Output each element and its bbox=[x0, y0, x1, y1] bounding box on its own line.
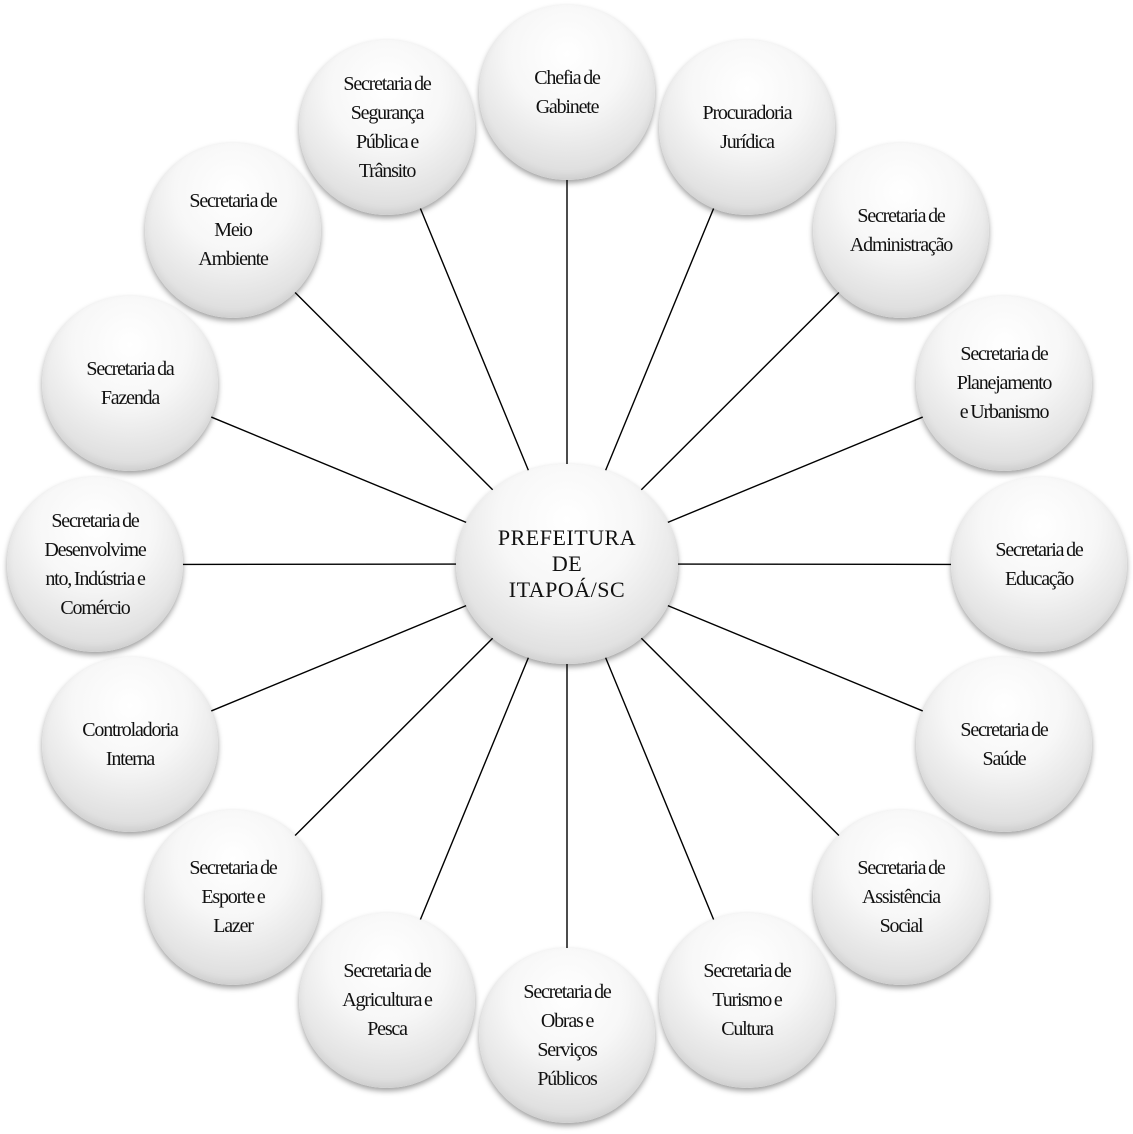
dept-label: Procuradoria Jurídica bbox=[702, 101, 793, 153]
dept-label: Secretaria de Saúde bbox=[960, 718, 1048, 770]
dept-node-obras-servicos: Secretaria de Obras e Serviços Públicos bbox=[479, 948, 655, 1123]
dept-node-planejamento-urbanismo: Secretaria de Planejamento e Urbanismo bbox=[916, 296, 1092, 471]
dept-node-saude: Secretaria de Saúde bbox=[916, 657, 1092, 832]
dept-node-meio-ambiente: Secretaria de Meio Ambiente bbox=[145, 143, 321, 318]
connector-line bbox=[209, 415, 477, 528]
connector-line bbox=[419, 206, 531, 474]
dept-label: Secretaria de Educação bbox=[995, 538, 1083, 590]
connector-line bbox=[419, 654, 531, 922]
dept-node-educacao: Secretaria de Educação bbox=[951, 477, 1127, 652]
dept-node-desenvolvimento: Secretaria de Desenvolvime nto, Indústri… bbox=[7, 477, 183, 652]
dept-label: Secretaria de Planejamento e Urbanismo bbox=[956, 343, 1053, 423]
dept-label: Secretaria da Fazenda bbox=[86, 357, 174, 409]
dept-node-controladoria-interna: Controladoria Interna bbox=[42, 657, 218, 832]
dept-node-administracao: Secretaria de Administração bbox=[813, 143, 989, 318]
dept-node-seguranca-transito: Secretaria de Segurança Pública e Trânsi… bbox=[299, 40, 475, 215]
dept-label: Secretaria de Assistência Social bbox=[857, 857, 945, 937]
connector-line bbox=[635, 290, 841, 496]
dept-node-assistencia-social: Secretaria de Assistência Social bbox=[813, 810, 989, 985]
dept-label: Controladoria Interna bbox=[82, 718, 179, 770]
dept-label: Secretaria de Segurança Pública e Trânsi… bbox=[343, 72, 431, 182]
connector-line bbox=[293, 632, 499, 838]
connector-line bbox=[293, 290, 499, 496]
dept-label: Secretaria de Agricultura e Pesca bbox=[342, 960, 433, 1040]
connector-line bbox=[657, 415, 925, 528]
dept-node-turismo-cultura: Secretaria de Turismo e Cultura bbox=[659, 913, 835, 1088]
dept-label: Chefia de Gabinete bbox=[534, 66, 601, 118]
connector-line bbox=[603, 654, 715, 922]
dept-label: Secretaria de Desenvolvime nto, Indústri… bbox=[44, 509, 146, 619]
dept-node-agricultura-pesca: Secretaria de Agricultura e Pesca bbox=[299, 913, 475, 1088]
dept-label: Secretaria de Turismo e Cultura bbox=[703, 960, 791, 1040]
center-node: PREFEITURA DE ITAPOÁ/SC bbox=[456, 464, 678, 664]
dept-label: Secretaria de Obras e Serviços Públicos bbox=[523, 980, 611, 1090]
dept-label: Secretaria de Esporte e Lazer bbox=[189, 857, 277, 937]
dept-node-chefia-gabinete: Chefia de Gabinete bbox=[479, 5, 655, 180]
connector-line bbox=[603, 206, 715, 474]
dept-node-esporte-lazer: Secretaria de Esporte e Lazer bbox=[145, 810, 321, 985]
connector-line bbox=[209, 600, 477, 713]
center-label: PREFEITURA DE ITAPOÁ/SC bbox=[497, 525, 637, 602]
dept-node-fazenda: Secretaria da Fazenda bbox=[42, 296, 218, 471]
dept-node-procuradoria-juridica: Procuradoria Jurídica bbox=[659, 40, 835, 215]
dept-label: Secretaria de Meio Ambiente bbox=[189, 190, 277, 270]
dept-label: Secretaria de Administração bbox=[849, 204, 953, 256]
connector-line bbox=[635, 632, 841, 838]
connector-line bbox=[657, 600, 925, 713]
